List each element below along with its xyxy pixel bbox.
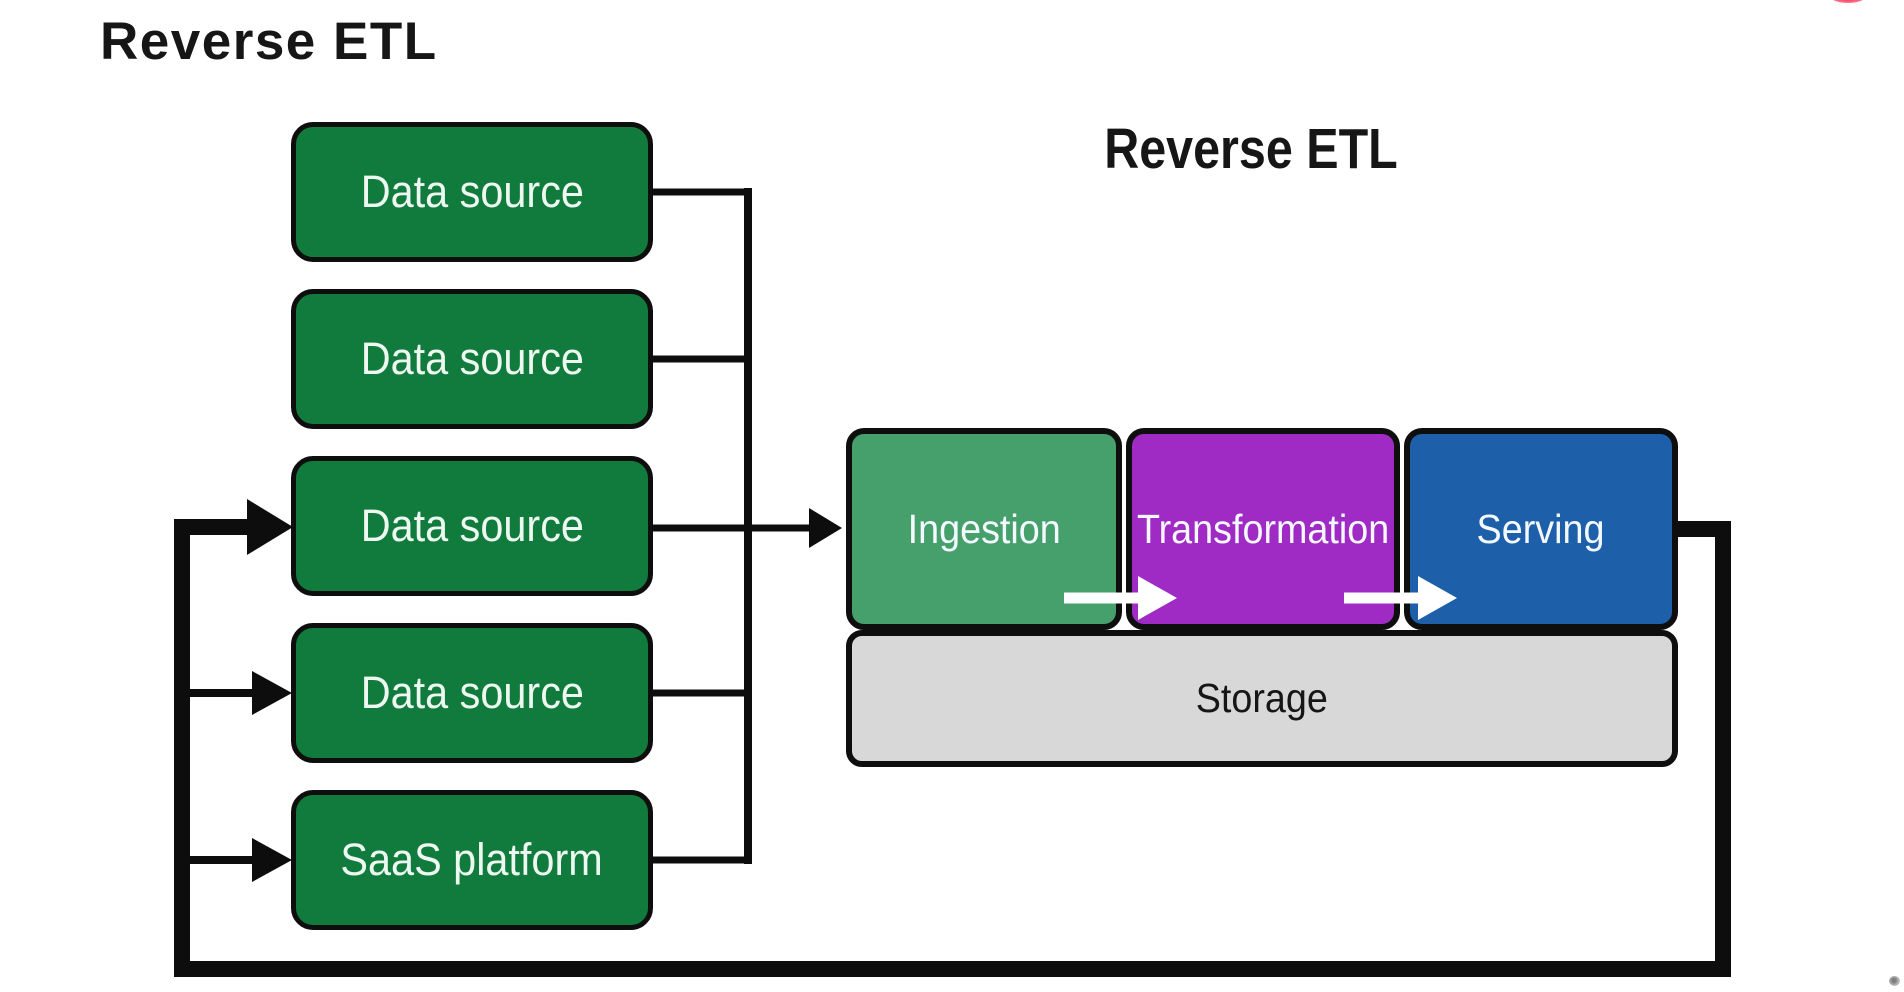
transformation-box: Transformation: [1126, 428, 1400, 630]
source-box-4-label: Data source: [360, 667, 584, 718]
corner-mark-icon: [1889, 976, 1900, 986]
storage-box: Storage: [846, 630, 1678, 767]
serving-label: Serving: [1477, 505, 1605, 552]
source-box-3-label: Data source: [360, 500, 584, 551]
saas-platform-box: SaaS platform: [291, 790, 653, 930]
saas-platform-label: SaaS platform: [340, 834, 604, 885]
page-title: Reverse ETL: [100, 12, 438, 71]
transformation-label: Transformation: [1136, 505, 1390, 552]
serving-box: Serving: [1404, 428, 1678, 630]
source-box-1: Data source: [291, 122, 653, 262]
source-box-2: Data source: [291, 289, 653, 429]
ingestion-label: Ingestion: [907, 505, 1061, 552]
storage-label: Storage: [1195, 675, 1329, 721]
source-box-4: Data source: [291, 623, 653, 763]
figure-title: Reverse ETL: [1104, 117, 1398, 181]
ingestion-box: Ingestion: [846, 428, 1122, 630]
source-box-1-label: Data source: [360, 166, 584, 217]
source-box-2-label: Data source: [360, 333, 584, 384]
source-box-3: Data source: [291, 456, 653, 596]
recording-indicator-dot: [1830, 0, 1866, 3]
